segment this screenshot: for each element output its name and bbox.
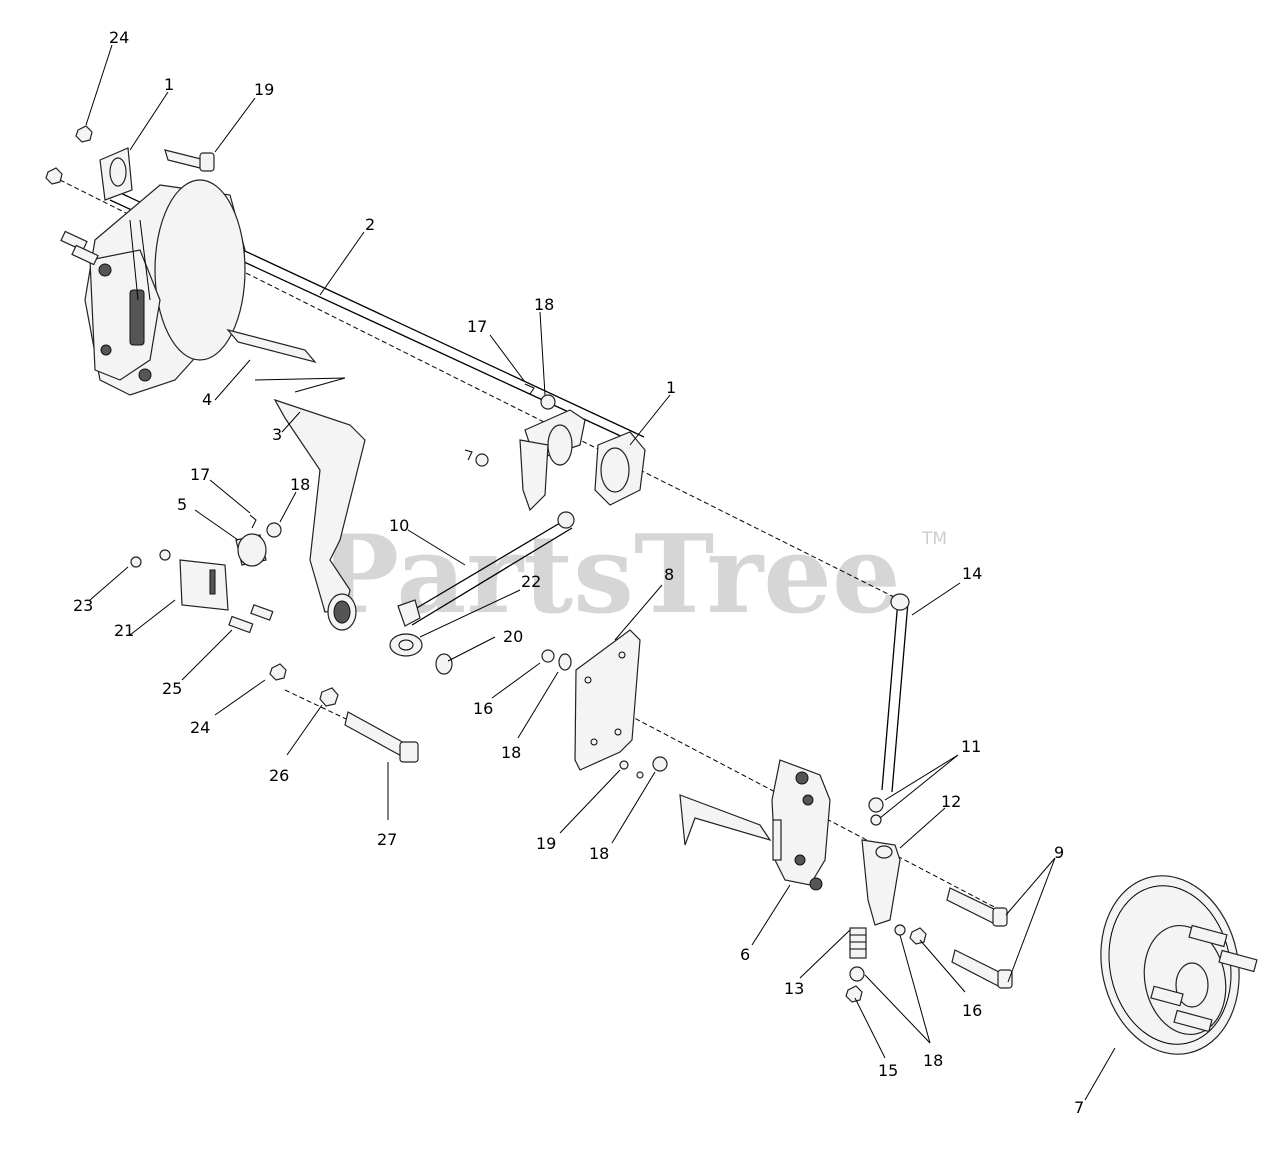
- callout-1b: 1: [666, 378, 676, 397]
- callout-labels: 24 1 19 2 18 17 4 3 1 17 18 5 10 8 14 22…: [73, 28, 1084, 1117]
- part-8-plate: [541, 629, 641, 771]
- callout-16: 16: [473, 699, 493, 718]
- brake-caliper-assembly: [60, 147, 246, 396]
- part-12-arm: [861, 797, 901, 926]
- part-6-caliper-bracket: [619, 756, 831, 891]
- bolt-27-assembly: [269, 663, 419, 763]
- callout-11: 11: [961, 737, 981, 756]
- callout-18: 18: [534, 295, 554, 314]
- part-13-spring: [845, 924, 927, 1003]
- callout-17b: 17: [190, 465, 210, 484]
- callout-24b: 24: [190, 718, 210, 737]
- callout-12: 12: [941, 792, 961, 811]
- callout-26: 26: [269, 766, 289, 785]
- callout-27: 27: [377, 830, 397, 849]
- part-10-rod: [397, 511, 575, 627]
- callout-3: 3: [272, 425, 282, 444]
- callout-16b: 16: [962, 1001, 982, 1020]
- callout-22: 22: [521, 572, 541, 591]
- callout-6: 6: [740, 945, 750, 964]
- callout-1: 1: [164, 75, 174, 94]
- callout-18d: 18: [589, 844, 609, 863]
- part-14-link: [881, 593, 910, 793]
- callout-13: 13: [784, 979, 804, 998]
- callout-9: 9: [1054, 843, 1064, 862]
- part-1-bearing-flange: [594, 431, 646, 506]
- callout-23: 23: [73, 596, 93, 615]
- bolt-19-top: [164, 149, 215, 172]
- part-5-bushing: [235, 514, 282, 567]
- callout-4: 4: [202, 390, 212, 409]
- nut-24-top: [75, 125, 93, 143]
- callout-2: 2: [365, 215, 375, 234]
- callout-19: 19: [254, 80, 274, 99]
- callout-19b: 19: [536, 834, 556, 853]
- part-21-bracket: [130, 549, 274, 634]
- callout-14: 14: [962, 564, 982, 583]
- callout-7: 7: [1074, 1098, 1084, 1117]
- callout-18e: 18: [923, 1051, 943, 1070]
- leader-lines: [85, 44, 1116, 1101]
- callout-24: 24: [109, 28, 129, 47]
- callout-15: 15: [878, 1061, 898, 1080]
- callout-17: 17: [467, 317, 487, 336]
- callout-18c: 18: [501, 743, 521, 762]
- callout-10: 10: [389, 516, 409, 535]
- callout-21: 21: [114, 621, 134, 640]
- callout-5: 5: [177, 495, 187, 514]
- callout-8: 8: [664, 565, 674, 584]
- part-3-pedal-arm: [273, 398, 366, 631]
- nut-left: [45, 167, 63, 185]
- callout-20: 20: [503, 627, 523, 646]
- part-7-rotor: [1100, 875, 1258, 1055]
- watermark-trademark: TM: [921, 529, 947, 549]
- part-9-bolts: [946, 887, 1013, 989]
- part-4-key: [226, 328, 346, 393]
- callout-18b: 18: [290, 475, 310, 494]
- washer-22: [389, 633, 453, 675]
- callout-25: 25: [162, 679, 182, 698]
- shaft-collar: [464, 383, 586, 512]
